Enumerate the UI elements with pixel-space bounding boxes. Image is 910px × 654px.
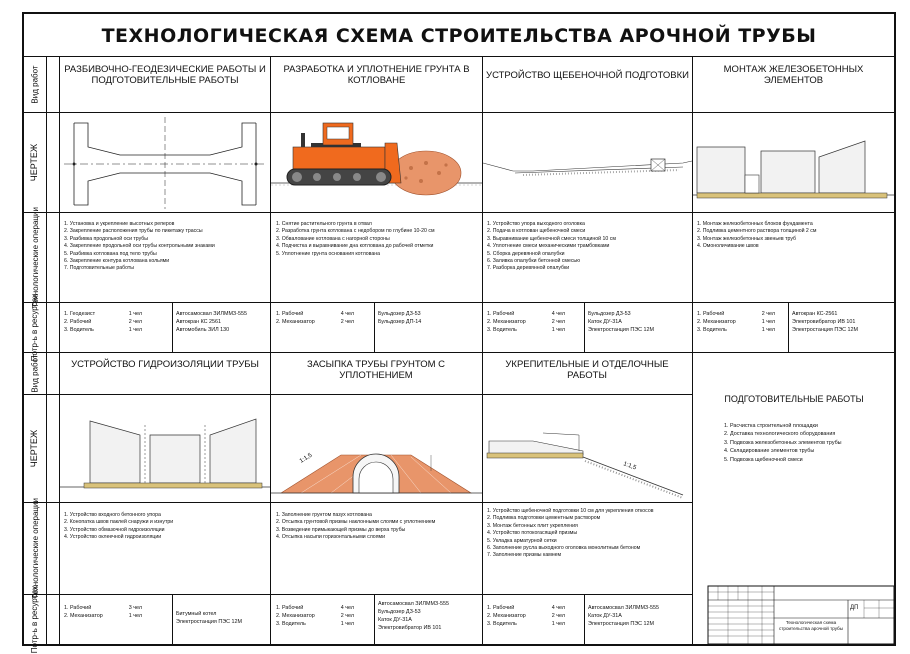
phase-title-finishing: УКРЕПИТЕЛЬНЫЕ И ОТДЕЛОЧНЫЕ РАБОТЫ bbox=[505, 359, 669, 381]
drawing-gravel-prep bbox=[482, 158, 693, 176]
phase-title-geodesy: РАЗБИВОЧНО-ГЕОДЕЗИЧЕСКИЕ РАБОТЫ И ПОДГОТ… bbox=[64, 64, 266, 86]
phase-title-assembly: МОНТАЖ ЖЕЛЕЗОБЕТОННЫХ ЭЛЕМЕНТОВ bbox=[723, 64, 864, 86]
stamp-caption: Технологическая схема строительства ароч… bbox=[778, 620, 843, 631]
row-label-drawing: ЧЕРТЕЖ bbox=[29, 429, 40, 467]
slope-label: 1:1,5 bbox=[299, 452, 314, 465]
drawing-waterproofing bbox=[60, 418, 270, 489]
row-label-operations: Технологические операции bbox=[30, 206, 40, 308]
phase-title-gravel: УСТРОЙСТВО ЩЕБЕНОЧНОЙ ПОДГОТОВКИ bbox=[486, 69, 689, 81]
drawing-geodesy-plan bbox=[64, 117, 266, 209]
phase-title-excavation: РАЗРАБОТКА И УПЛОТНЕНИЕ ГРУНТА В КОТЛОВА… bbox=[283, 64, 470, 86]
phase-title-backfill: ЗАСЫПКА ТРУБЫ ГРУНТОМ С УПЛОТНЕНИЕМ bbox=[306, 359, 446, 381]
sheet-title: ТЕХНОЛОГИЧЕСКАЯ СХЕМА СТРОИТЕЛЬСТВА АРОЧ… bbox=[101, 25, 817, 47]
ops-list-geodesy: 1. Установка и укрепление высотных репер… bbox=[64, 221, 215, 272]
slope-label: 1:1,5 bbox=[622, 461, 637, 471]
drawing-finishing: 1:1,5 bbox=[486, 432, 684, 499]
row-label-operations: Технологические операции bbox=[30, 497, 40, 599]
ops-list-assembly: 1. Монтаж железобетонных блоков фундамен… bbox=[697, 221, 817, 250]
drawing-sheet: ТЕХНОЛОГИЧЕСКАЯ СХЕМА СТРОИТЕЛЬСТВА АРОЧ… bbox=[22, 12, 896, 653]
row-label-work-type: Вид работ bbox=[30, 64, 40, 104]
row-label-resources: Потр-ь в ресурсах bbox=[30, 293, 40, 361]
prep-title: ПОДГОТОВИТЕЛЬНЫЕ РАБОТЫ bbox=[724, 394, 864, 404]
drawing-backfill: 1:1,5 bbox=[271, 452, 482, 494]
row-label-drawing: ЧЕРТЕЖ bbox=[29, 143, 40, 181]
row-label-work-type: Вид работ bbox=[30, 353, 40, 393]
phase-title-waterproofing: УСТРОЙСТВО ГИДРОИЗОЛЯЦИИ ТРУБЫ bbox=[71, 358, 259, 370]
ops-list-finishing: 1. Устройство щебеночной подготовки 10 с… bbox=[487, 508, 654, 559]
row-label-resources: Потр-ь в ресурсах bbox=[30, 585, 40, 653]
drawing-assembly bbox=[693, 140, 894, 199]
drawing-bulldozer bbox=[271, 122, 482, 196]
title-stamp bbox=[707, 585, 895, 645]
stamp-code: ДП bbox=[850, 605, 859, 611]
